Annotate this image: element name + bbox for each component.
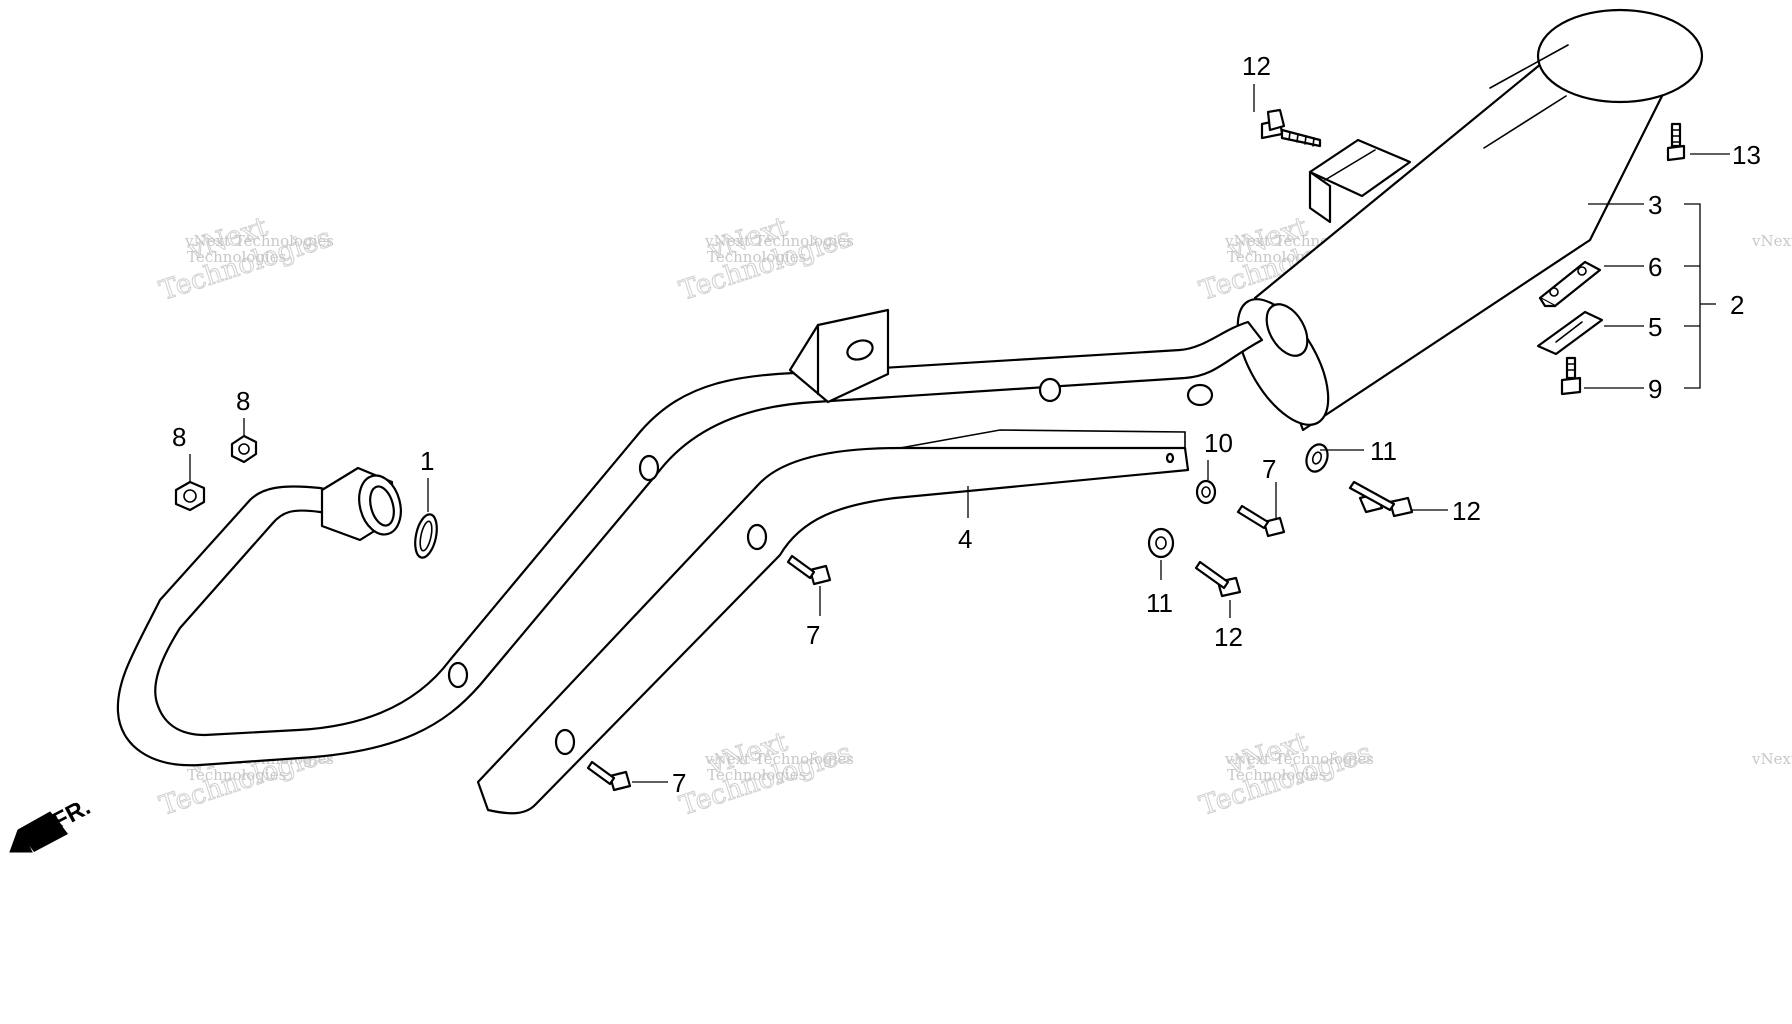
bolt-12-right (1348, 480, 1414, 518)
callout-13: 13 (1732, 140, 1761, 170)
shield-hole (746, 523, 768, 551)
muffler-hanger-bracket (1308, 138, 1412, 224)
bolt-7-lower (586, 760, 632, 792)
callout-7-right: 7 (1262, 454, 1276, 484)
watermark-small-edge: vNext (1751, 750, 1792, 768)
watermark-small: vNext Technologies (704, 750, 854, 768)
pipe-boss (1186, 383, 1214, 407)
bolt-12-lower (1194, 560, 1242, 598)
callout-10: 10 (1204, 428, 1233, 458)
callout-8-upper: 8 (236, 386, 250, 416)
watermark-small: vNext Technologies (1224, 750, 1374, 768)
pipe-boss (638, 454, 660, 482)
callout-6: 6 (1648, 252, 1662, 282)
callout-12-right: 12 (1452, 496, 1481, 526)
exhaust-pipe (116, 320, 1264, 767)
plate-5 (1536, 310, 1604, 356)
callout-4: 4 (958, 524, 972, 554)
bolt-7-middle (786, 554, 832, 586)
watermark-small: Technologies (187, 766, 286, 784)
plate-6 (1538, 260, 1602, 308)
pipe-boss (1038, 377, 1062, 403)
watermark-small: vNext Technologies (184, 232, 334, 250)
bolt-13 (1666, 122, 1686, 162)
watermark-small-edge: vNext (1751, 232, 1792, 250)
watermark-small: Technologies (707, 248, 806, 266)
callout-7-lower: 7 (672, 768, 686, 798)
bolt-7-right (1236, 504, 1286, 538)
front-direction-arrow-icon: FR. (9, 793, 95, 853)
nut-8-upper (230, 434, 258, 464)
callout-11-left: 11 (1146, 588, 1173, 618)
watermark-small: Technologies (1227, 766, 1326, 784)
gasket (414, 513, 438, 559)
bolt-9 (1560, 356, 1582, 396)
washer-11-left (1147, 527, 1175, 559)
bolt-12-top (1260, 108, 1322, 148)
watermark-small: vNext Technologies (704, 232, 854, 250)
callout-1: 1 (420, 446, 434, 476)
pipe-boss (447, 661, 469, 689)
callout-7-middle: 7 (806, 620, 820, 650)
leader-lines (189, 84, 1730, 783)
callout-5: 5 (1648, 312, 1662, 342)
shield-hole (554, 728, 576, 756)
heat-shield (476, 429, 1190, 815)
muffler (1236, 8, 1704, 432)
watermark-small: Technologies (707, 766, 806, 784)
callout-3: 3 (1648, 190, 1662, 220)
callout-11-right: 11 (1370, 436, 1397, 466)
shield-hole (1165, 452, 1175, 464)
callouts: 12 13 3 6 2 5 9 1 8 8 4 10 7 11 12 11 12… (172, 51, 1761, 798)
callout-12-lower: 12 (1214, 622, 1243, 652)
callout-12-top: 12 (1242, 51, 1271, 81)
callout-8-lower: 8 (172, 422, 186, 452)
nut-8-lower (174, 480, 206, 512)
callout-2: 2 (1730, 290, 1744, 320)
callout-9: 9 (1648, 374, 1662, 404)
watermark-small: Technologies (187, 248, 286, 266)
washer-11-right (1305, 443, 1329, 473)
washer-10 (1195, 479, 1217, 505)
pipe-mount-bracket (788, 308, 890, 404)
